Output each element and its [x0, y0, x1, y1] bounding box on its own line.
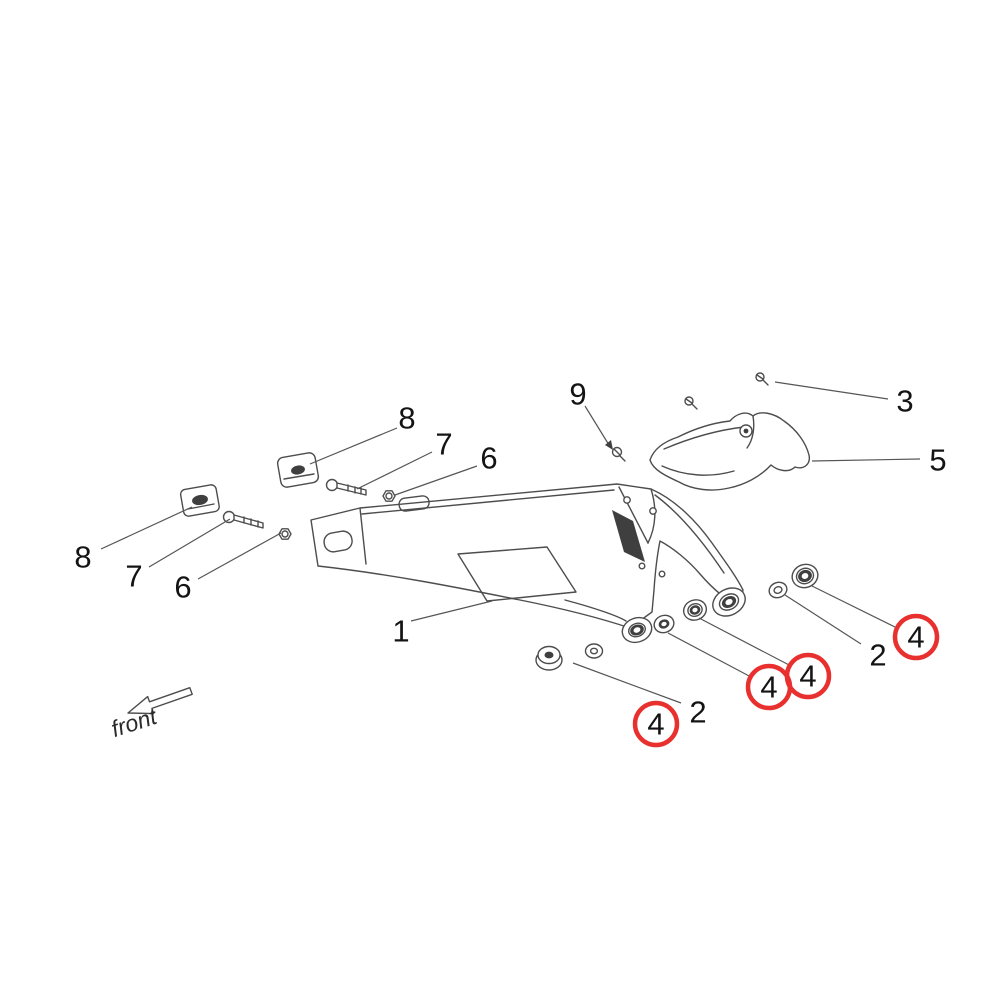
front-arrow-icon [127, 687, 193, 715]
highlight-circle [892, 613, 940, 661]
leader-line [394, 465, 478, 496]
leader-line [774, 381, 889, 400]
leader-arrowhead [605, 440, 613, 450]
leader-line [197, 532, 282, 580]
swingarm-drawing [310, 483, 746, 644]
highlight-circle [784, 652, 832, 700]
callout-7-left: 7 [125, 558, 143, 594]
callout-3: 3 [896, 383, 914, 419]
right-bearing-washer-drawing [768, 563, 819, 599]
bolt-left-drawing [222, 510, 264, 529]
leader-line [100, 506, 193, 550]
mount-block-top-drawing [276, 452, 320, 488]
leader-line [811, 585, 898, 629]
pivot-bearings-drawing [653, 599, 708, 634]
callout-9: 9 [569, 376, 587, 412]
callout-6-left: 6 [174, 569, 192, 605]
highlight-circle [632, 700, 680, 748]
leader-line [148, 518, 231, 568]
guard-screws-drawing [684, 372, 769, 410]
callout-4-mid-left: 4 [760, 669, 778, 705]
chain-guard-drawing [649, 412, 811, 491]
leader-line [784, 594, 862, 645]
callout-2-right: 2 [869, 637, 887, 673]
callout-8-left: 8 [74, 539, 92, 575]
callout-4-mid-right: 4 [799, 658, 817, 694]
leader-line [572, 662, 682, 704]
leader-line [309, 427, 398, 465]
callout-5: 5 [929, 442, 947, 478]
leader-line [811, 458, 921, 462]
nut-left-drawing [278, 528, 292, 540]
leader-line [584, 405, 610, 446]
callout-7-top: 7 [435, 426, 453, 462]
callout-4-right: 4 [907, 619, 925, 655]
leader-lines [100, 381, 921, 704]
upper-pivot-boss [712, 587, 746, 617]
leader-line [356, 451, 433, 490]
pivot-nut-washer-drawing [535, 643, 604, 671]
bracket-left-drawing [179, 484, 220, 517]
callout-6-top: 6 [480, 440, 498, 476]
nut-top-drawing [382, 490, 396, 502]
bolt-top-drawing [325, 478, 367, 496]
leader-line [698, 617, 792, 667]
highlight-circles [632, 613, 940, 748]
callout-8-top: 8 [398, 400, 416, 436]
lower-pivot-boss [621, 616, 653, 644]
leader-line [667, 632, 752, 678]
callout-1: 1 [392, 613, 410, 649]
callout-4-bottom: 4 [647, 706, 665, 742]
screw-9-drawing [611, 446, 626, 462]
leader-line [410, 600, 493, 622]
callout-2-bottom: 2 [689, 694, 707, 730]
